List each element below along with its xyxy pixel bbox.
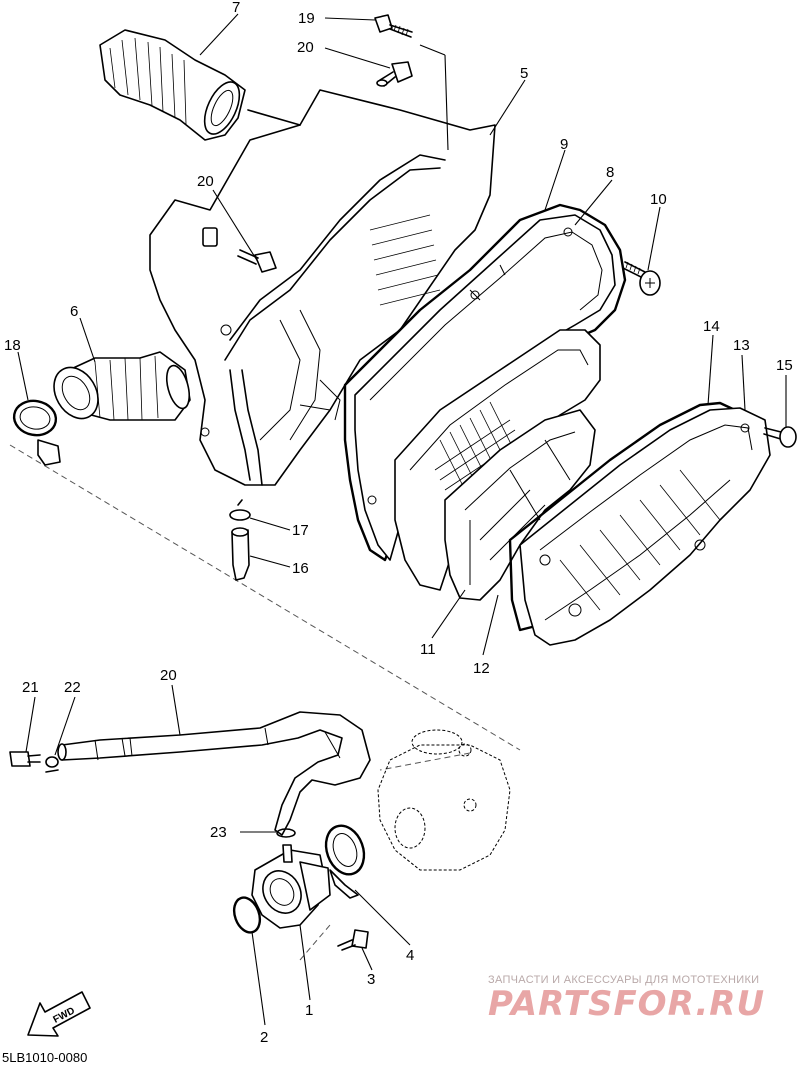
part-13-cover bbox=[519, 407, 771, 646]
callout-20-upper: 20 bbox=[297, 39, 314, 56]
part-12-element-frame bbox=[444, 409, 596, 601]
callout-13: 13 bbox=[733, 337, 750, 354]
callout-2: 2 bbox=[260, 1029, 268, 1046]
part-10-screw bbox=[622, 261, 661, 296]
diagram-code: 5LB1010-0080 bbox=[2, 1050, 88, 1065]
watermark-logo: PARTSFOR.RU bbox=[488, 984, 766, 1024]
part-19-bolt bbox=[374, 14, 413, 38]
callout-22: 21 bbox=[22, 679, 39, 696]
part-1-carb-joint bbox=[251, 844, 331, 929]
part-18-clamp bbox=[12, 399, 61, 466]
part-4-clamp bbox=[324, 824, 366, 899]
part-15-screw bbox=[763, 426, 797, 448]
callout-10: 10 bbox=[650, 191, 667, 208]
part-16-drain-hose bbox=[231, 527, 250, 581]
callout-19: 19 bbox=[298, 10, 315, 27]
callout-16: 16 bbox=[292, 560, 309, 577]
callout-18: 18 bbox=[4, 337, 21, 354]
part-23-clip-upper bbox=[45, 756, 59, 773]
callout-6: 6 bbox=[70, 303, 78, 320]
part-23-clip-lower bbox=[276, 828, 296, 838]
callout-labels: 7 19 20 5 20 9 8 10 6 18 14 13 15 17 16 … bbox=[4, 0, 793, 1046]
callout-4: 4 bbox=[406, 947, 414, 964]
fwd-arrow: FWD bbox=[27, 991, 91, 1037]
watermark-caption: ЗАПЧАСТИ И АКСЕССУАРЫ ДЛЯ МОТОТЕХНИКИ bbox=[488, 974, 760, 986]
callout-23-upper: 22 bbox=[64, 679, 81, 696]
carburetor-reference bbox=[377, 729, 511, 871]
callout-17: 17 bbox=[292, 522, 309, 539]
part-21-hose bbox=[57, 711, 371, 836]
part-3-screw bbox=[337, 929, 369, 951]
callout-1: 1 bbox=[305, 1002, 313, 1019]
part-7-intake-boot bbox=[99, 29, 246, 141]
callout-5: 5 bbox=[520, 65, 528, 82]
callout-20-lower: 20 bbox=[197, 173, 214, 190]
part-17-clip bbox=[229, 499, 251, 521]
part-20-bolt-upper bbox=[376, 61, 413, 87]
reference-lines bbox=[9, 444, 521, 961]
part-6-intake-duct bbox=[53, 351, 191, 421]
callout-23-lower: 23 bbox=[210, 824, 227, 841]
leader-lines bbox=[17, 13, 787, 1026]
callout-21: 20 bbox=[160, 667, 177, 684]
callout-9: 9 bbox=[560, 136, 568, 153]
callout-15: 15 bbox=[776, 357, 793, 374]
callout-8: 8 bbox=[606, 164, 614, 181]
part-22-plug bbox=[9, 751, 41, 767]
part-2-o-ring bbox=[232, 896, 262, 934]
callout-14: 14 bbox=[703, 318, 720, 335]
part-5-air-box bbox=[149, 89, 496, 486]
callout-11: 11 bbox=[420, 641, 436, 658]
callout-12: 12 bbox=[473, 660, 490, 677]
part-20-bolt-lower bbox=[237, 249, 277, 273]
callout-7: 7 bbox=[232, 0, 240, 16]
callout-3: 3 bbox=[367, 971, 375, 988]
